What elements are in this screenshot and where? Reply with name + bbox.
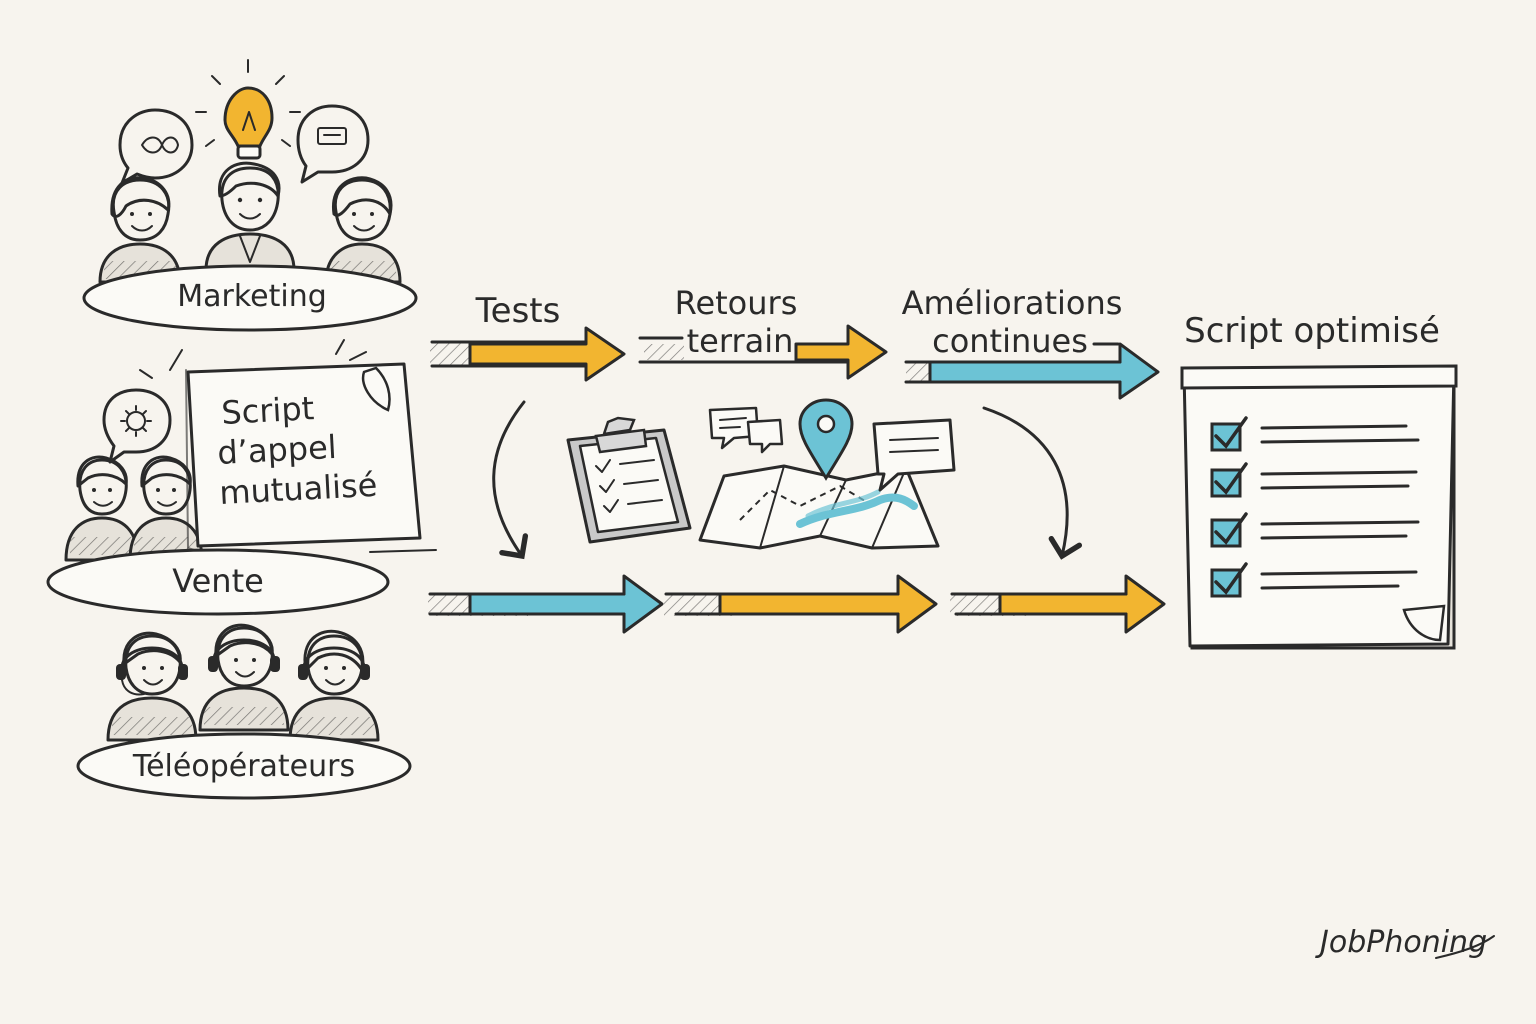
teleoperateurs-group: Téléopérateurs [76, 623, 412, 800]
curved-arrow-down-left [492, 400, 529, 560]
step-tests-label: Tests [475, 291, 561, 331]
arrow-retours [638, 324, 888, 380]
chat-bubble-icon [708, 406, 784, 454]
central-script-line2: d’appel [216, 428, 337, 472]
top-flow: Tests Retours terrain Améliorations cont… [430, 284, 1160, 400]
optimized-script-document [1180, 364, 1458, 650]
lightbulb-icon [195, 59, 301, 160]
vente-team-people [64, 455, 204, 562]
teleoperateurs-label: Téléopérateurs [132, 749, 355, 784]
clipboard-icon [566, 416, 692, 544]
spark-lines [139, 339, 367, 379]
checkbox-icon [1210, 462, 1418, 498]
arrow-tests [430, 326, 626, 382]
central-script-line1: Script [220, 389, 315, 432]
chat-bubble-icon [296, 104, 370, 184]
step-retours-line2: terrain [687, 322, 794, 360]
headset-icon [120, 646, 184, 674]
arrow-bottom-1 [428, 574, 664, 634]
marketing-group: Marketing [82, 59, 418, 332]
step-retours-line1: Retours [675, 284, 798, 322]
step-ameliorations-line2: continues [932, 322, 1088, 360]
arrow-bottom-2 [664, 574, 938, 634]
vente-label-ellipse [46, 548, 390, 616]
checklist [1210, 416, 1420, 598]
vente-group: Script d’appel mutualisé Vente [46, 339, 437, 616]
marketing-team-people [98, 161, 402, 284]
optimized-script-group: Script optimisé [1180, 311, 1458, 650]
headset-icon [212, 638, 276, 666]
chat-bubble-icon [872, 418, 956, 492]
brand-logo: JobPhoning [1315, 925, 1495, 960]
arrow-ameliorations [904, 342, 1160, 400]
headset-icon [302, 646, 366, 674]
curved-arrow-down-right [982, 406, 1083, 560]
result-title: Script optimisé [1184, 311, 1440, 351]
teleoperateurs-label-ellipse [76, 732, 412, 800]
marketing-label-ellipse [82, 264, 418, 332]
teleoperateurs-team-people [106, 623, 380, 742]
location-pin-icon [798, 398, 854, 481]
step-ameliorations-line1: Améliorations [902, 284, 1123, 322]
bottom-flow [428, 574, 1166, 634]
chat-bubble-icon [118, 108, 194, 185]
checkbox-icon [1210, 512, 1420, 548]
vente-label: Vente [172, 562, 264, 600]
checkbox-icon [1210, 416, 1420, 452]
checkbox-icon [1210, 562, 1418, 598]
central-script-line3: mutualisé [218, 466, 378, 512]
shared-script-document: Script d’appel mutualisé [185, 362, 437, 553]
map-icon [698, 464, 940, 550]
gear-icon [102, 388, 172, 464]
arrow-bottom-3 [950, 574, 1166, 634]
marketing-label: Marketing [177, 279, 327, 314]
brand-logo-text: JobPhoning [1315, 925, 1487, 960]
